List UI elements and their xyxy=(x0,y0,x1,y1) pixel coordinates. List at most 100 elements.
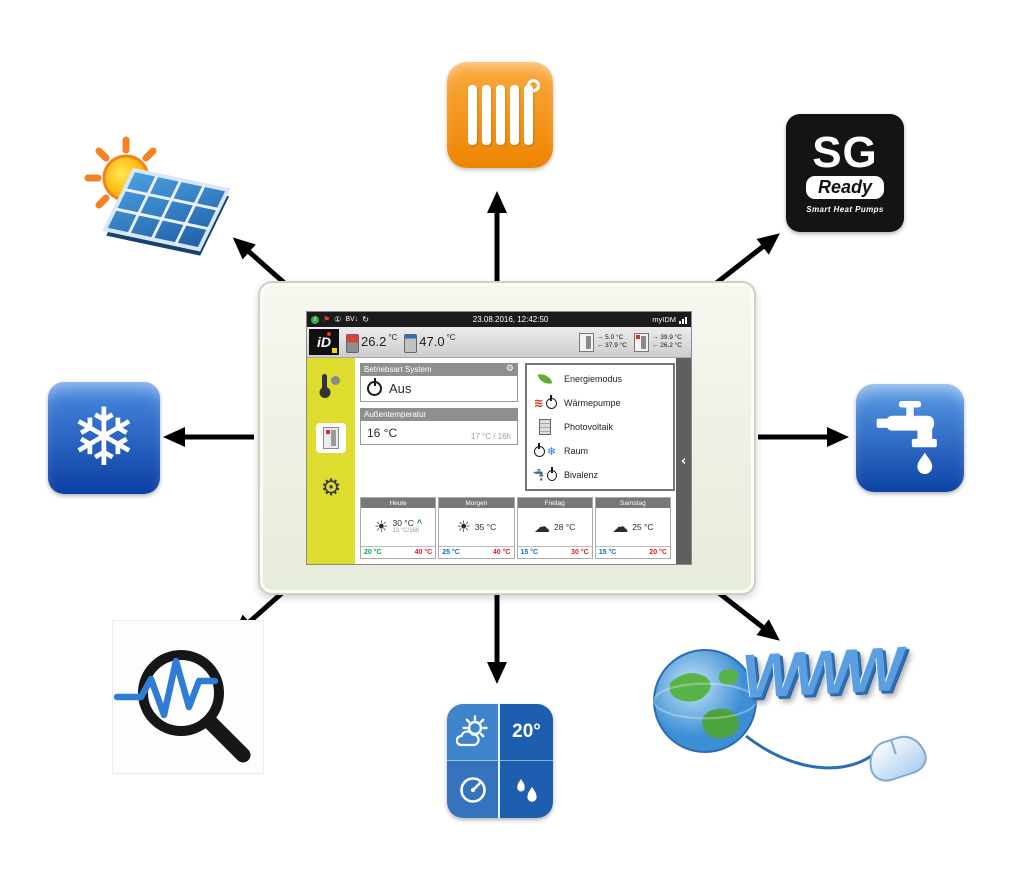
circuit2-temps: → 39.9 °C ← 26.2 °C xyxy=(633,332,682,352)
gear-icon: ⚙ xyxy=(320,474,342,501)
connection-label: myIDM xyxy=(652,315,676,324)
magnifier-pulse-graphic xyxy=(113,650,251,763)
forecast-column-heute[interactable]: Heute ☀ 30 °C ^ 13 °C/16h xyxy=(360,497,437,559)
water-drops-icon xyxy=(516,778,537,802)
info-icon: i xyxy=(311,315,319,324)
radiator-bar xyxy=(481,85,491,145)
menu-item-waermepumpe[interactable]: ≋ Wärmepumpe xyxy=(533,396,621,410)
hot-water-temp-unit: °C xyxy=(446,332,456,342)
outdoor-detail: 17 °C / 16h xyxy=(470,432,511,441)
screen-header: iD 26.2 °C 47.0 °C → 5.0 °C xyxy=(307,327,691,358)
storage-temp-unit: °C xyxy=(388,332,398,342)
mode-value-box[interactable]: Aus xyxy=(360,376,518,402)
forecast-temp: 35 °C xyxy=(474,522,497,532)
sun-cloud-icon xyxy=(455,715,488,747)
forecast-temp: 30 °C xyxy=(392,518,414,529)
alert-flag-icon: ⚑ xyxy=(323,314,331,324)
forecast-day-label: Morgen xyxy=(439,498,514,508)
pv-panel-icon xyxy=(539,419,551,435)
arrow-sg-ready xyxy=(708,233,780,290)
leaf-icon xyxy=(537,371,553,387)
mode-settings-gear-icon[interactable]: ⚙ xyxy=(505,364,514,374)
sidebar: ⚙ xyxy=(307,358,355,564)
sidebar-item-settings[interactable]: ⚙ xyxy=(307,466,355,510)
temperature-readout: 20° xyxy=(512,721,541,742)
power-icon xyxy=(533,445,545,457)
cloud-icon: ☁ xyxy=(612,517,629,536)
heating-waves-icon: ≋ xyxy=(533,396,544,410)
storage-temp-value: 26.2 xyxy=(361,333,387,349)
radiator-bar xyxy=(509,85,519,145)
circuit2-flow: → 39.9 °C xyxy=(651,333,682,341)
sidebar-item-temperature[interactable] xyxy=(307,364,355,408)
chevron-left-icon: ‹ xyxy=(680,453,687,469)
storage-temp: 26.2 °C xyxy=(346,332,397,353)
outdoor-value: 16 °C xyxy=(367,425,398,440)
power-icon xyxy=(545,397,557,409)
www-text: WWW xyxy=(740,635,899,712)
faucet-icon xyxy=(876,401,937,475)
forecast-day-label: Heute xyxy=(361,498,436,508)
radiator-bar xyxy=(495,85,505,145)
touchscreen: i ⚑ ① BV↓ ↻ 23.08.2016, 12:42:50 myIDM i… xyxy=(306,311,692,565)
thermometer-badge xyxy=(331,375,340,385)
sun-icon: ☀ xyxy=(456,517,471,536)
hot-water-tap-icon xyxy=(856,384,964,492)
hot-water-tank-icon xyxy=(404,333,418,353)
quick-menu: Energiemodus ≋ Wärmepumpe Photovoltaik xyxy=(525,363,675,491)
forecast-min: 25 °C xyxy=(442,549,460,556)
diagnostics-icon xyxy=(112,620,264,774)
degree-ring xyxy=(527,79,540,92)
sync-icon: ↻ xyxy=(362,314,369,324)
smart-heat-pumps-label: Smart Heat Pumps xyxy=(806,204,884,214)
solar-panel xyxy=(102,167,231,256)
forecast-day-label: Freitag xyxy=(517,498,592,508)
circuit1-flow: → 5.0 °C xyxy=(596,333,624,341)
forecast-max: 40 °C xyxy=(492,549,511,556)
sun-cloud-quadrant xyxy=(447,704,500,761)
hot-water-circuit-icon xyxy=(633,332,649,352)
menu-item-bivalenz[interactable]: Bivalenz xyxy=(527,463,673,487)
circuit1-temps: → 5.0 °C ← 37.9 °C xyxy=(578,332,627,352)
snowflake-icon: ❄ xyxy=(546,444,557,458)
power-icon xyxy=(367,381,382,396)
solar-pv-icon xyxy=(82,126,238,272)
power-icon xyxy=(546,469,557,481)
logo-text: iD xyxy=(317,334,331,350)
sg-text: SG xyxy=(812,128,878,178)
idm-logo: iD xyxy=(309,329,339,355)
logo-yellow-mark xyxy=(332,348,337,353)
menu-item-energiemodus[interactable]: Energiemodus xyxy=(527,367,673,391)
expand-caret-icon[interactable]: ^ xyxy=(416,518,423,529)
heating-circuit-icon xyxy=(578,332,594,352)
forecast-min: 20 °C xyxy=(364,549,382,556)
bv-indicator: BV↓ xyxy=(345,316,359,323)
circuit2-return: ← 26.2 °C xyxy=(651,342,682,349)
magnifier-handle xyxy=(202,714,251,763)
outdoor-section-header: Außentemperatur xyxy=(360,408,518,421)
sun-icon: ☀ xyxy=(374,517,389,536)
internet-www-icon: WWW xyxy=(650,635,950,791)
signal-icon xyxy=(679,316,687,324)
weather-station-icon: 20° xyxy=(447,704,553,818)
menu-item-photovoltaik[interactable]: Photovoltaik xyxy=(527,415,673,439)
mode-title: Betriebsart System xyxy=(364,365,432,374)
pressure-quadrant xyxy=(447,761,500,818)
heating-radiator-icon xyxy=(447,62,553,168)
gauge-icon xyxy=(459,776,486,803)
hot-water-temp: 47.0 °C xyxy=(404,332,456,353)
outdoor-title: Außentemperatur xyxy=(364,410,427,419)
circuit1-return: ← 37.9 °C xyxy=(596,342,627,349)
forecast-column-samstag[interactable]: Samstag ☁ 25 °C 15 °C 20 °C xyxy=(594,497,671,559)
forecast-column-morgen[interactable]: Morgen ☀ 35 °C 25 °C 40 °C xyxy=(438,497,515,559)
mode-section-header: Betriebsart System ⚙ xyxy=(360,363,518,376)
menu-item-raum[interactable]: ❄ Raum xyxy=(527,439,673,463)
ready-label: Ready xyxy=(805,175,885,199)
collapse-handle[interactable]: ‹ xyxy=(676,358,691,564)
forecast-min: 15 °C xyxy=(598,549,617,556)
sg-ready-badge: SG Ready Smart Heat Pumps xyxy=(786,114,904,232)
datetime: 23.08.2016, 12:42:50 xyxy=(472,315,549,324)
forecast-column-freitag[interactable]: Freitag ☁ 28 °C 15 °C 30 °C xyxy=(516,497,593,559)
sidebar-item-hot-water[interactable] xyxy=(307,416,355,460)
